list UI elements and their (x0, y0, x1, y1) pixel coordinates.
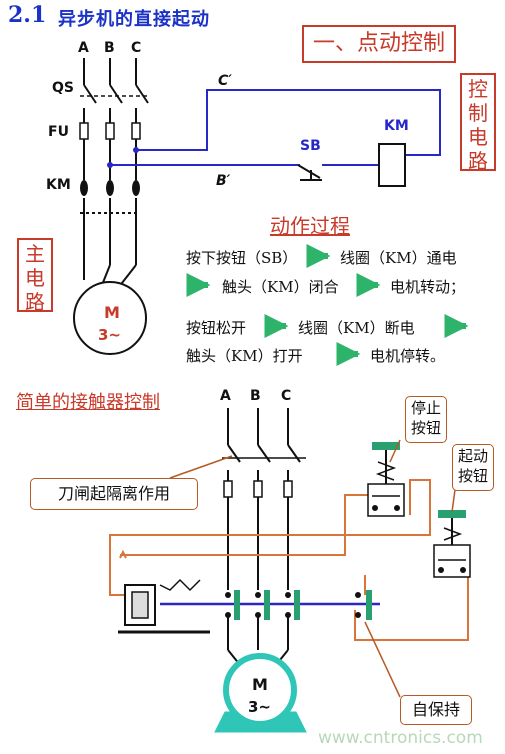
page-title: 异步机的直接起动 (58, 9, 210, 30)
fuse-b (105, 122, 115, 140)
process-line1b: 线圈（KM）通电 (340, 249, 457, 267)
process-title: 动作过程 (270, 214, 350, 238)
start-button-symbol (433, 510, 471, 578)
phase-label-b: B (104, 40, 115, 56)
phase-label-c-2: C (281, 388, 291, 404)
fuse-a (79, 122, 89, 140)
fuse-c (131, 122, 141, 140)
motor-top-phase: 3~ (98, 326, 121, 344)
fuse-a-2 (223, 480, 233, 498)
knife-switch-callout: 刀闸起隔离作用 (30, 478, 198, 510)
contactor-contacts (234, 590, 372, 620)
phase-label-c: C (131, 40, 141, 56)
control-circuit-wires (110, 89, 441, 166)
main-circuit-lines (83, 58, 149, 293)
section-number: 2.1 (8, 2, 47, 28)
motor-bottom (214, 653, 307, 733)
main-circuit-label: 主电路 (17, 238, 53, 314)
process-line3b: 线圈（KM）断电 (298, 319, 415, 337)
electromagnet (118, 578, 210, 634)
process-line4b: 电机停转。 (370, 347, 446, 365)
process-line4: 触头（KM）打开 (186, 347, 303, 365)
orange-control-wires (109, 479, 469, 641)
process-line3: 按钮松开 (186, 319, 247, 337)
contact-terminals (225, 592, 361, 618)
motor-top (73, 281, 147, 355)
process-line2: 触头（KM）闭合 (222, 278, 339, 296)
self-hold-callout: 自保持 (400, 695, 472, 725)
fuse-b-2 (253, 480, 263, 498)
km-label: KM (46, 177, 71, 193)
phase-label-a-2: A (220, 388, 231, 404)
stop-button-callout: 停止按钮 (405, 396, 447, 443)
section2-title: 简单的接触器控制 (16, 392, 160, 413)
process-line1: 按下按钮（SB） (186, 249, 298, 267)
start-button-callout: 起动按钮 (452, 444, 494, 491)
junction-b (107, 162, 113, 168)
km-main-contacts (80, 180, 140, 196)
km-coil-label: KM (384, 118, 409, 134)
sb-label: SB (300, 138, 321, 154)
b-prime-label: B′ (216, 173, 231, 189)
section1-title: 一、点动控制 (302, 25, 456, 63)
stop-button-symbol (367, 442, 405, 517)
motor-top-m: M (104, 303, 120, 322)
process-arrows (186, 244, 469, 366)
junction-c (133, 147, 139, 153)
motor-bottom-phase: 3~ (248, 698, 271, 716)
watermark: www.cntronics.com (318, 728, 483, 748)
motor-bottom-m: M (252, 675, 268, 694)
process-line2b: 电机转动； (390, 278, 466, 296)
fu-label: FU (48, 124, 69, 140)
phase-label-a: A (78, 40, 89, 56)
callout-leaders (169, 439, 456, 698)
bottom-main-lines (227, 408, 301, 666)
c-prime-label: C′ (218, 73, 232, 89)
qs-label: QS (52, 80, 74, 96)
km-coil (378, 143, 406, 187)
control-circuit-label: 控制电路 (460, 73, 496, 173)
phase-label-b-2: B (250, 388, 261, 404)
sb-button-symbol (297, 164, 322, 181)
fuse-c-2 (283, 480, 293, 498)
